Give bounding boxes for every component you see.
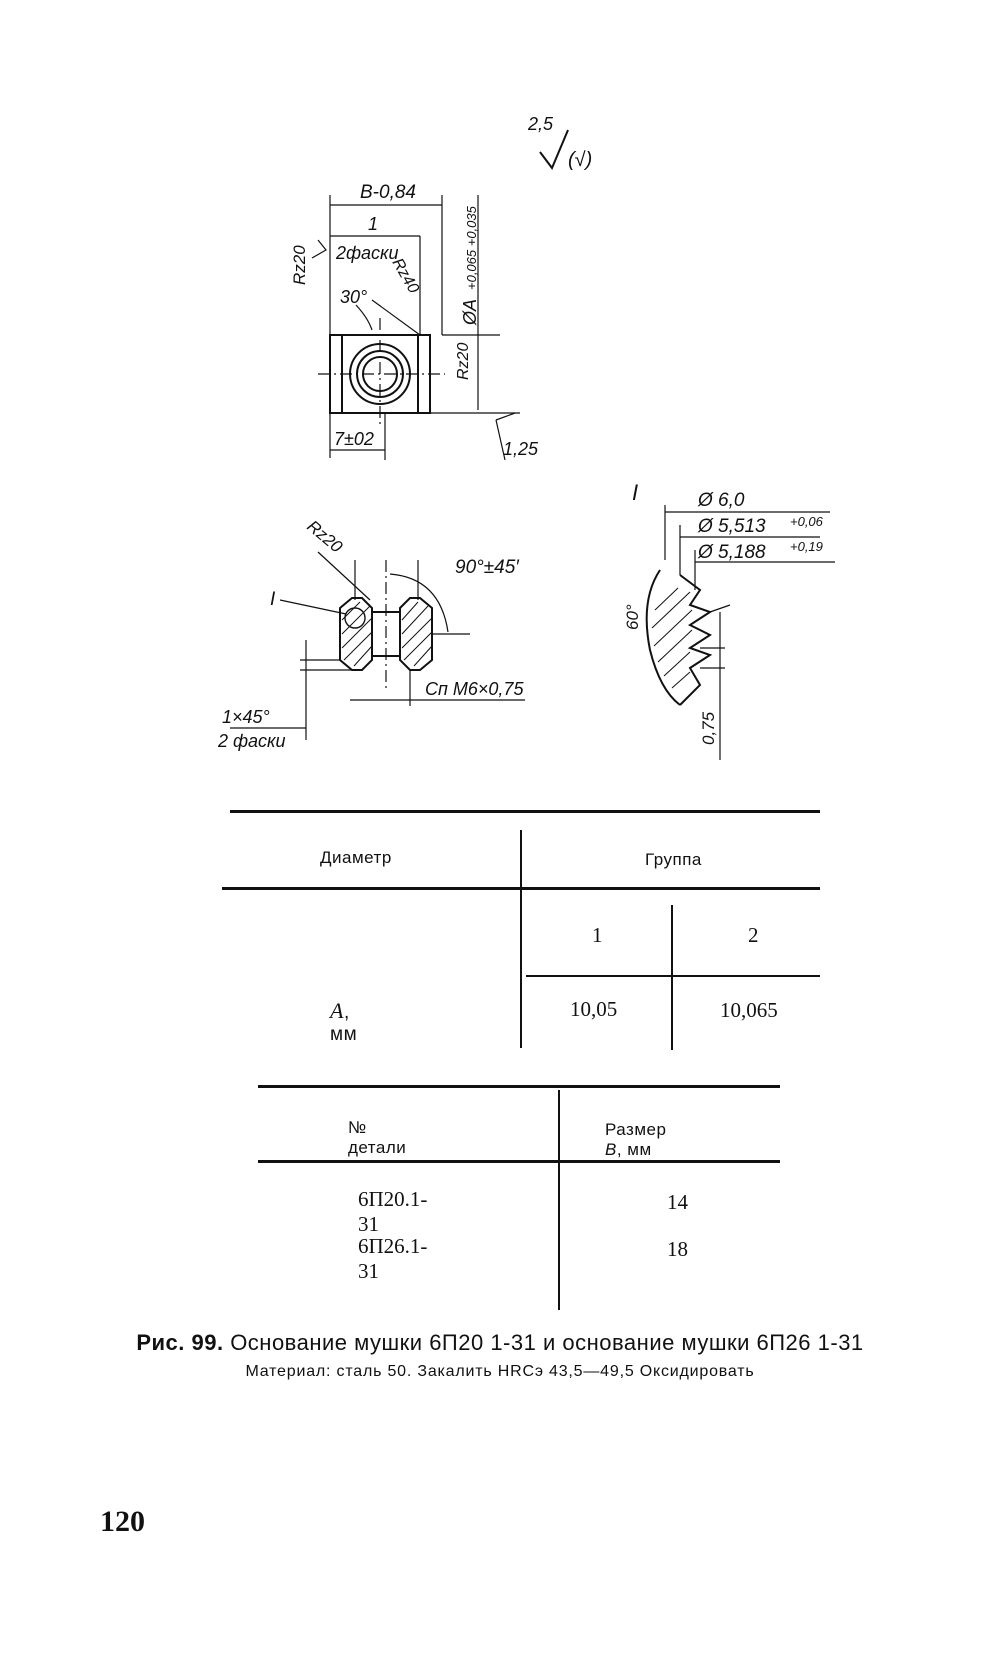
- table1-sub-rule: [526, 975, 820, 977]
- rz20-right: Rz20: [455, 343, 472, 380]
- dim-1: 1: [368, 214, 378, 234]
- part-row-2: 6П26.1-31: [358, 1234, 428, 1283]
- label-A-italic: A: [330, 998, 344, 1023]
- header-diameter: Диаметр: [320, 848, 392, 867]
- thread-note: Сп М6×0,75: [425, 679, 524, 699]
- table2-top-rule: [258, 1085, 780, 1088]
- header-size-prefix: Размер: [605, 1120, 667, 1139]
- pitch-075: 0,75: [699, 711, 718, 745]
- figure-title: Основание мушки 6П20 1-31 и основание му…: [230, 1330, 864, 1355]
- figure-caption: Рис. 99. Основание мушки 6П20 1-31 и осн…: [0, 1330, 1000, 1356]
- header-size-unit: , мм: [616, 1140, 652, 1159]
- label-A-unit: , мм: [330, 1002, 358, 1045]
- chamfer-2: 2 фаски: [217, 731, 286, 751]
- view-detail: [645, 505, 835, 760]
- part-row-1: 6П20.1-31: [358, 1187, 428, 1236]
- chamfer-1x45: 1×45°: [222, 707, 270, 727]
- value-group2: 10,065: [720, 998, 778, 1022]
- angle-60: 60°: [623, 604, 642, 630]
- table2-head-rule: [258, 1160, 780, 1163]
- dia-6: Ø 6,0: [697, 490, 745, 511]
- header-part-no: № детали: [348, 1118, 407, 1157]
- dia-5188: Ø 5,188: [697, 542, 766, 563]
- dia-5513-tol: +0,06: [790, 514, 824, 529]
- chamfer-note: 2фаски: [335, 243, 399, 263]
- size-row-1: 14: [667, 1190, 688, 1214]
- size-row-2: 18: [667, 1237, 688, 1261]
- table2-col-divider: [558, 1090, 560, 1310]
- rz20-section: Rz20: [303, 517, 346, 557]
- material-note: Материал: сталь 50. Закалить HRCэ 43,5—4…: [245, 1363, 755, 1380]
- detail-hatching: [651, 587, 693, 689]
- view-section: [230, 551, 525, 740]
- section-hatching: [341, 601, 433, 667]
- angle-90: 90°±45′: [455, 557, 520, 578]
- dia-5513: Ø 5,513: [697, 516, 766, 537]
- roughness-bracket: (√): [568, 149, 592, 171]
- header-size-B-italic: B: [605, 1140, 617, 1159]
- dim-7: 7±02: [334, 429, 374, 449]
- dim-A: ØA: [460, 299, 480, 326]
- view-front: [311, 195, 520, 461]
- header-size-B: Размер B, мм: [605, 1120, 666, 1160]
- table1-top-rule: [230, 810, 820, 813]
- group-1: 1: [592, 923, 603, 947]
- roughness-value: 2,5: [527, 114, 554, 134]
- table1-head-divider: [520, 830, 522, 900]
- table1-head-rule: [222, 887, 820, 890]
- header-group: Группа: [645, 850, 702, 869]
- figure-number: Рис. 99.: [136, 1330, 224, 1355]
- row-label-A: A, мм: [330, 998, 357, 1046]
- value-group1: 10,05: [570, 997, 618, 1021]
- rz20-left: Rz20: [290, 245, 309, 285]
- dim-B: B-0,84: [360, 182, 416, 203]
- table1-col-divider: [520, 900, 522, 1048]
- tol-A: +0,065 +0,035: [464, 205, 479, 290]
- page-number: 120: [100, 1505, 145, 1538]
- mark-I-detail: I: [632, 480, 638, 505]
- table1-sub-divider: [671, 905, 673, 1050]
- technical-drawing: 2,5 (√) B-0,84 1 2фаски Rz20 Rz40 30° Rz…: [217, 114, 835, 760]
- rz40: Rz40: [389, 256, 422, 297]
- angle-30: 30°: [340, 287, 367, 307]
- dia-5188-tol: +0,19: [790, 539, 823, 554]
- mark-I-section: I: [270, 589, 276, 610]
- dim-125: 1,25: [503, 439, 539, 459]
- group-2: 2: [748, 923, 759, 947]
